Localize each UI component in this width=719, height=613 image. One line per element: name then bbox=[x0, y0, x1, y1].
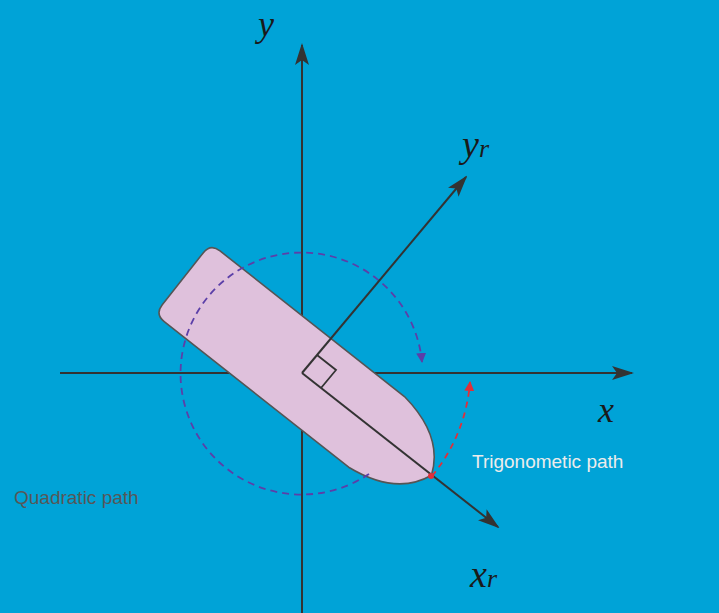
right-angle bbox=[317, 355, 336, 388]
quadratic-path bbox=[181, 253, 422, 495]
trigonometric-path bbox=[432, 382, 470, 476]
xr-axis bbox=[302, 373, 498, 527]
axis-label: yr bbox=[462, 125, 489, 163]
tip-point bbox=[428, 473, 434, 479]
axis-label: x bbox=[598, 392, 614, 428]
axis-label: y bbox=[258, 6, 274, 42]
path-label: Quadratic path bbox=[14, 488, 139, 507]
path-label: Trigonometic path bbox=[472, 452, 623, 471]
axis-label: xr bbox=[470, 555, 497, 593]
yr-axis bbox=[302, 177, 466, 373]
